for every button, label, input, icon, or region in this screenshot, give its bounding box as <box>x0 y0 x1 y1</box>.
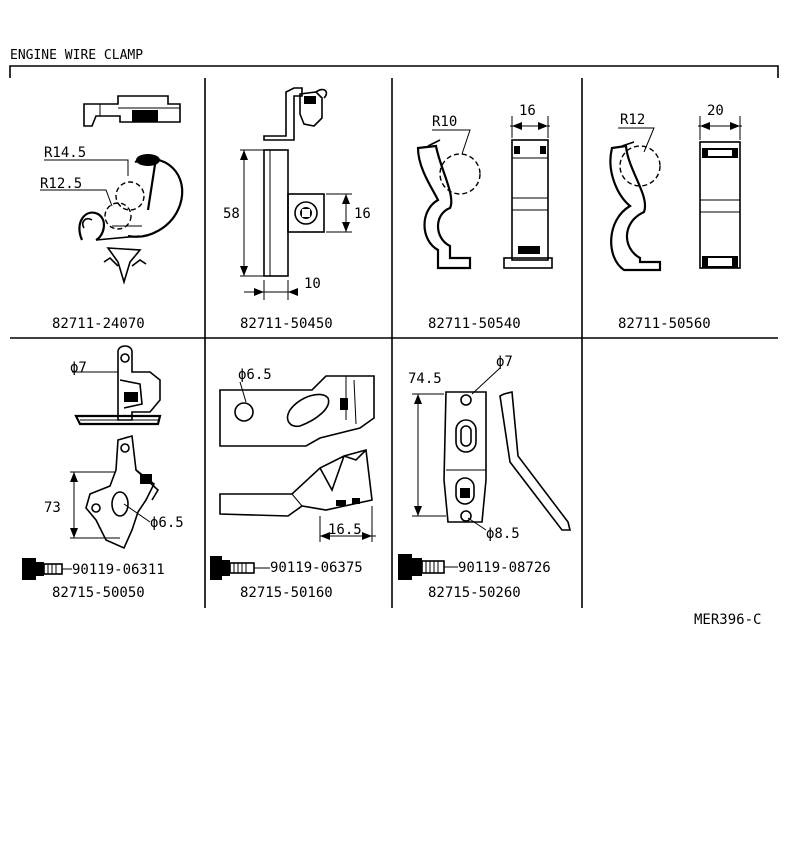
part-number-82715-50260: 82715-50260 <box>428 585 521 601</box>
bracket-82715-50260-drawing <box>398 367 572 580</box>
bracket-82715-50050-drawing <box>22 345 162 580</box>
frame <box>9 65 779 608</box>
bolt-90119-08726: 90119-08726 <box>458 560 551 576</box>
dim-16: 16 <box>354 206 371 222</box>
clamp-82711-50450-drawing <box>240 87 352 300</box>
part-number-82715-50050: 82715-50050 <box>52 585 145 601</box>
dim-74-5: 74.5 <box>408 371 442 387</box>
dim-phi7: ϕ7 <box>70 360 87 376</box>
dim-58: 58 <box>223 206 240 222</box>
part-number-82711-50450: 82711-50450 <box>240 316 333 332</box>
part-number-82711-24070: 82711-24070 <box>52 316 145 332</box>
part-number-82715-50160: 82715-50160 <box>240 585 333 601</box>
bolt-90119-06375: 90119-06375 <box>270 560 363 576</box>
dim-r12-5: R12.5 <box>40 176 82 192</box>
dim-r12: R12 <box>620 112 645 128</box>
dim-r10: R10 <box>432 114 457 130</box>
figure-code: MER396-C <box>694 612 761 628</box>
dim-16-5: 16.5 <box>328 522 362 538</box>
clamp-82711-50560-drawing <box>609 116 742 272</box>
part-number-82711-50560: 82711-50560 <box>618 316 711 332</box>
clamp-82711-24070-drawing <box>40 95 184 285</box>
clamp-82711-50540-drawing <box>416 116 553 270</box>
dim-phi6-5: ϕ6.5 <box>150 515 184 531</box>
dim-10: 10 <box>304 276 321 292</box>
diagram-title: ENGINE WIRE CLAMP <box>10 48 143 63</box>
bolt-90119-06311: 90119-06311 <box>72 562 165 578</box>
dim-16-width: 16 <box>519 103 536 119</box>
part-number-82711-50540: 82711-50540 <box>428 316 521 332</box>
dim-r14-5: R14.5 <box>44 145 86 161</box>
dim-73: 73 <box>44 500 61 516</box>
bracket-82715-50160-drawing <box>210 375 376 580</box>
dim-20: 20 <box>707 103 724 119</box>
dim-phi7-hole: ϕ7 <box>496 354 513 370</box>
dim-phi8-5: ϕ8.5 <box>486 526 520 542</box>
dim-phi6-5-hole: ϕ6.5 <box>238 367 272 383</box>
